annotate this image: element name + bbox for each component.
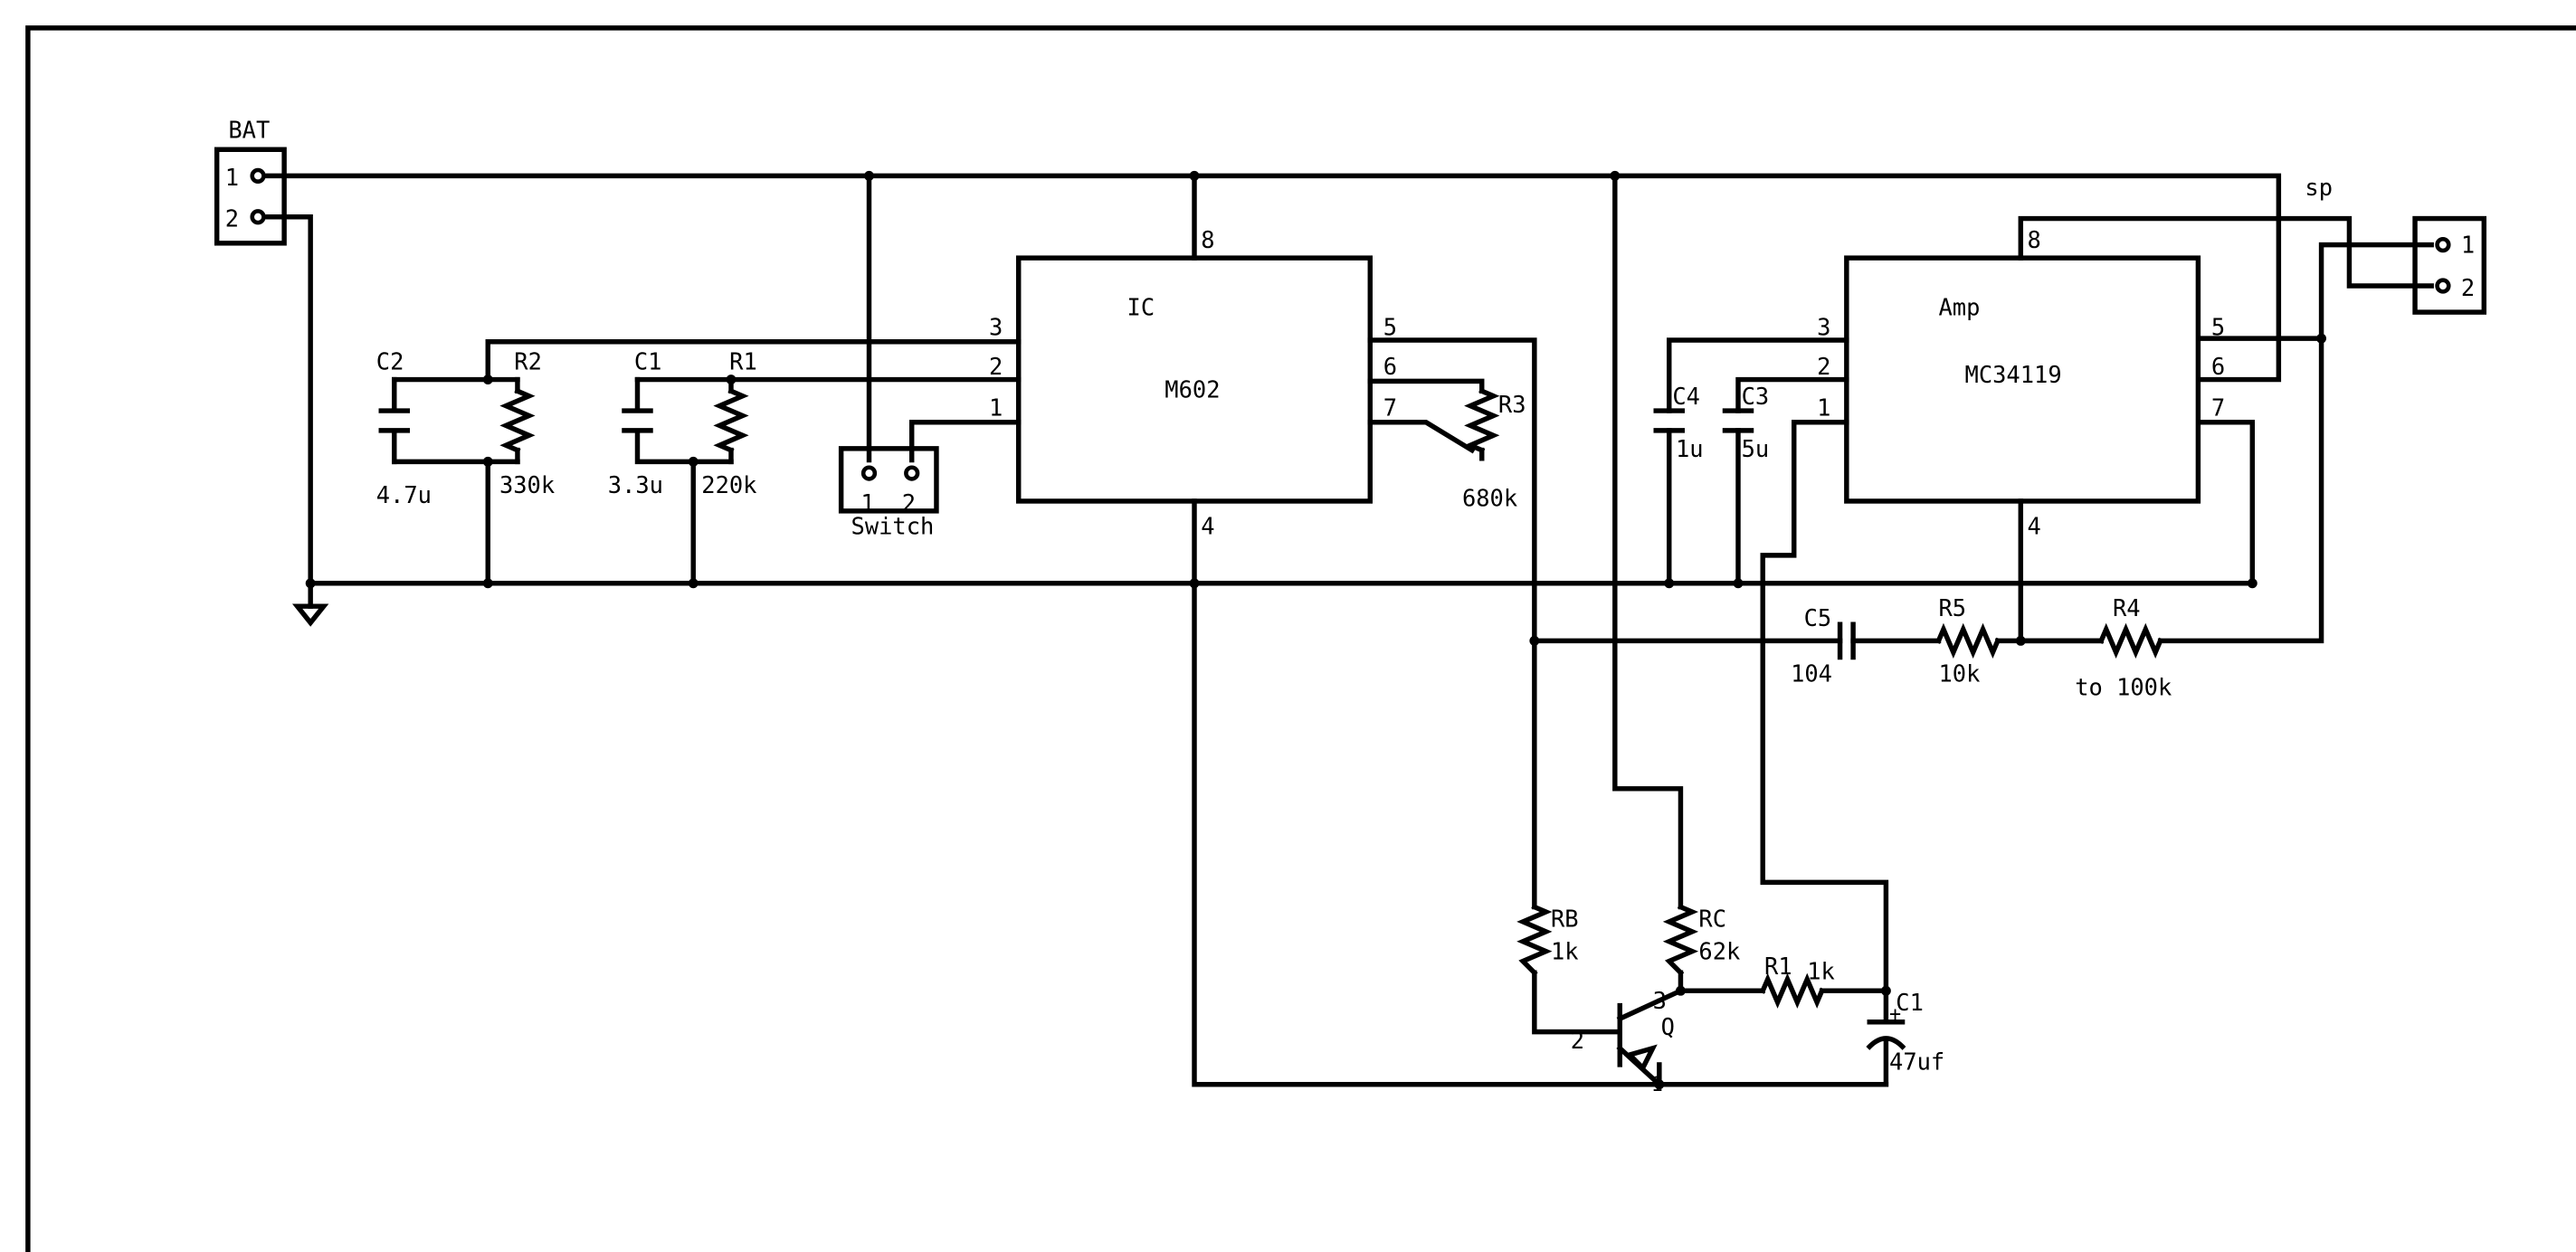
switch-pin-2: 2	[902, 489, 916, 517]
capacitor-c5: C5 104	[1791, 604, 1856, 688]
resistor-r4: R4 to 100k	[2075, 594, 2172, 700]
r2-value: 330k	[499, 471, 555, 498]
bat-pin-2: 2	[225, 205, 239, 232]
switch-pin-1: 1	[860, 489, 874, 517]
bat-connector: BAT 1 2	[214, 117, 287, 246]
capacitor-c1: C1 3.3u	[608, 348, 663, 498]
ic-mc34119: Amp MC34119 8 3 2 1 5 6 7 4	[1817, 226, 2225, 539]
m602-pin-5: 5	[1383, 314, 1397, 341]
rc-value: 62k	[1698, 938, 1740, 965]
rb-value: 1k	[1551, 938, 1579, 965]
r1-ref: R1	[729, 348, 757, 375]
m602-pin-2: 2	[989, 353, 1003, 380]
q-pin-1: 1	[1651, 1074, 1663, 1096]
rb-ref: RB	[1551, 905, 1579, 932]
r4-ref: R4	[2113, 594, 2141, 621]
switch-connector: 1 2 Switch	[838, 446, 939, 539]
resistor-r3: R3 680k	[1462, 387, 1526, 511]
c3-value: 5u	[1742, 435, 1770, 462]
sp-pin-1: 1	[2461, 232, 2475, 259]
r1-value: 220k	[701, 471, 756, 498]
m602-pin-4: 4	[1201, 512, 1214, 539]
amp-name: Amp	[1939, 294, 1981, 321]
c4-value: 1u	[1676, 435, 1704, 462]
c2-ref: C2	[376, 348, 404, 375]
c4-ref: C4	[1672, 383, 1700, 410]
q-pin-2: 2	[1571, 1027, 1584, 1054]
amp-pin-5: 5	[2211, 314, 2225, 341]
resistor-r5: R5 10k	[1934, 594, 2001, 688]
cl-value: 47uf	[1889, 1048, 1944, 1075]
resistor-r1: R1 220k	[701, 348, 756, 498]
sp-label: sp	[2305, 174, 2333, 201]
r3-ref: R3	[1498, 391, 1526, 418]
m602-pin-1: 1	[989, 394, 1003, 422]
amp-pin-7: 7	[2211, 394, 2225, 422]
transistor-q: 3 Q 2 1	[1571, 987, 1685, 1096]
amp-pin-1: 1	[1817, 394, 1830, 422]
q-ref: Q	[1661, 1013, 1675, 1040]
q-pin-3: 3	[1653, 987, 1667, 1014]
r5-value: 10k	[1939, 660, 1981, 688]
c1-value: 3.3u	[608, 471, 663, 498]
amp-pin-2: 2	[1817, 353, 1830, 380]
resistor-rl: R1 1k	[1759, 953, 1835, 1009]
amp-pin-4: 4	[2028, 512, 2041, 539]
c5-value: 104	[1791, 660, 1832, 688]
bat-label: BAT	[228, 117, 270, 144]
cl-plus-mark: +	[1889, 1003, 1901, 1026]
r4-value: to 100k	[2075, 673, 2172, 700]
ground-symbol	[291, 581, 329, 627]
capacitor-c4: C4 1u	[1653, 383, 1704, 462]
c2-value: 4.7u	[376, 481, 432, 508]
rc-ref: RC	[1698, 905, 1726, 932]
rl-ref: R1	[1764, 953, 1792, 980]
c1-ref: C1	[634, 348, 662, 375]
capacitor-cl: + C1 47uf	[1866, 989, 1944, 1075]
amp-pin-3: 3	[1817, 314, 1830, 341]
cl-ref: C1	[1896, 989, 1924, 1016]
resistor-rc: RC 62k	[1662, 904, 1740, 977]
bat-pin-1: 1	[225, 164, 239, 191]
amp-pin-6: 6	[2211, 353, 2225, 380]
capacitor-c3: C3 5u	[1722, 383, 1770, 462]
frame-border	[25, 25, 2576, 1252]
m602-pin-7: 7	[1383, 394, 1397, 422]
r2-ref: R2	[514, 348, 542, 375]
r3-value: 680k	[1462, 484, 1517, 511]
c3-ref: C3	[1742, 383, 1770, 410]
sp-pin-2: 2	[2461, 274, 2475, 301]
m602-part: M602	[1164, 376, 1220, 403]
m602-pin-6: 6	[1383, 353, 1397, 380]
m602-pin-8: 8	[1201, 226, 1214, 253]
capacitor-c2: C2 4.7u	[376, 348, 432, 508]
amp-pin-8: 8	[2028, 226, 2041, 253]
resistor-r2: R2 330k	[499, 348, 555, 498]
resistor-rb: RB 1k	[1516, 904, 1579, 977]
ic-m602: IC M602 8 3 2 1 5 6 7 4	[989, 226, 1397, 539]
c5-ref: C5	[1804, 604, 1832, 631]
rl-value: 1k	[1807, 957, 1835, 984]
m602-name: IC	[1127, 294, 1155, 321]
switch-label: Switch	[851, 512, 935, 539]
amp-part: MC34119	[1965, 361, 2062, 388]
m602-pin-3: 3	[989, 314, 1003, 341]
speaker-connector: sp 1 2	[2305, 174, 2487, 315]
r5-ref: R5	[1939, 594, 1967, 621]
